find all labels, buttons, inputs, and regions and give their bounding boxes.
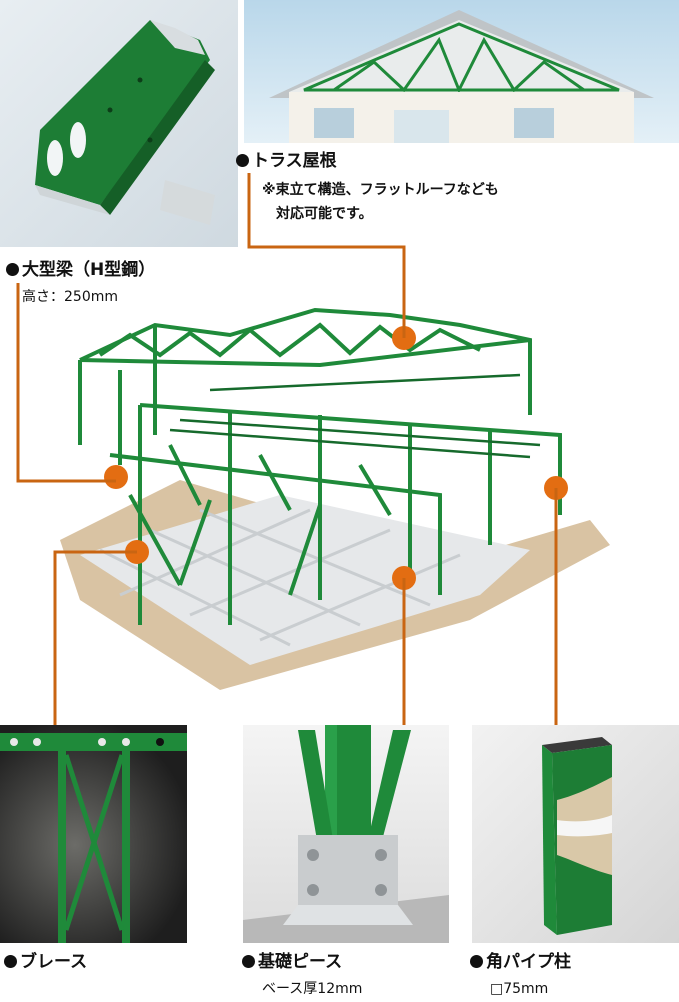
- h-beam-photo: [0, 0, 238, 247]
- beam-title: 大型梁（H型鋼）: [22, 260, 156, 280]
- brace-label: ブレース: [4, 952, 87, 972]
- beam-label: 大型梁（H型鋼）: [6, 260, 155, 280]
- bullet-icon: [4, 955, 17, 968]
- truss-roof-note-1: ※束立て構造、フラットルーフなども: [262, 182, 499, 198]
- steel-frame-illustration: [60, 295, 610, 695]
- bullet-icon: [242, 955, 255, 968]
- bullet-icon: [470, 955, 483, 968]
- foundation-piece-photo: [243, 725, 449, 943]
- square-pipe-column-label: 角パイプ柱: [470, 952, 571, 972]
- brace-photo: [0, 725, 187, 943]
- bullet-icon: [236, 154, 249, 167]
- truss-roof-note-2: 対応可能です。: [276, 206, 373, 222]
- square-pipe-column-marker: [544, 476, 568, 500]
- foundation-piece-title: 基礎ピース: [258, 952, 343, 972]
- brace-title: ブレース: [20, 952, 88, 972]
- foundation-piece-label: 基礎ピース: [242, 952, 342, 972]
- brace-marker: [125, 540, 149, 564]
- truss-roof-marker: [392, 326, 416, 350]
- square-pipe-column-photo: [472, 725, 679, 943]
- truss-roof-label: トラス屋根: [236, 151, 337, 171]
- square-pipe-column-spec: □75mm: [490, 981, 549, 997]
- truss-roof-title: トラス屋根: [252, 151, 337, 171]
- foundation-piece-spec: ベース厚12mm: [262, 981, 363, 997]
- square-pipe-column-title: 角パイプ柱: [486, 952, 571, 972]
- house-truss-photo: [244, 0, 679, 143]
- bullet-icon: [6, 263, 19, 276]
- foundation-piece-marker: [392, 566, 416, 590]
- beam-marker: [104, 465, 128, 489]
